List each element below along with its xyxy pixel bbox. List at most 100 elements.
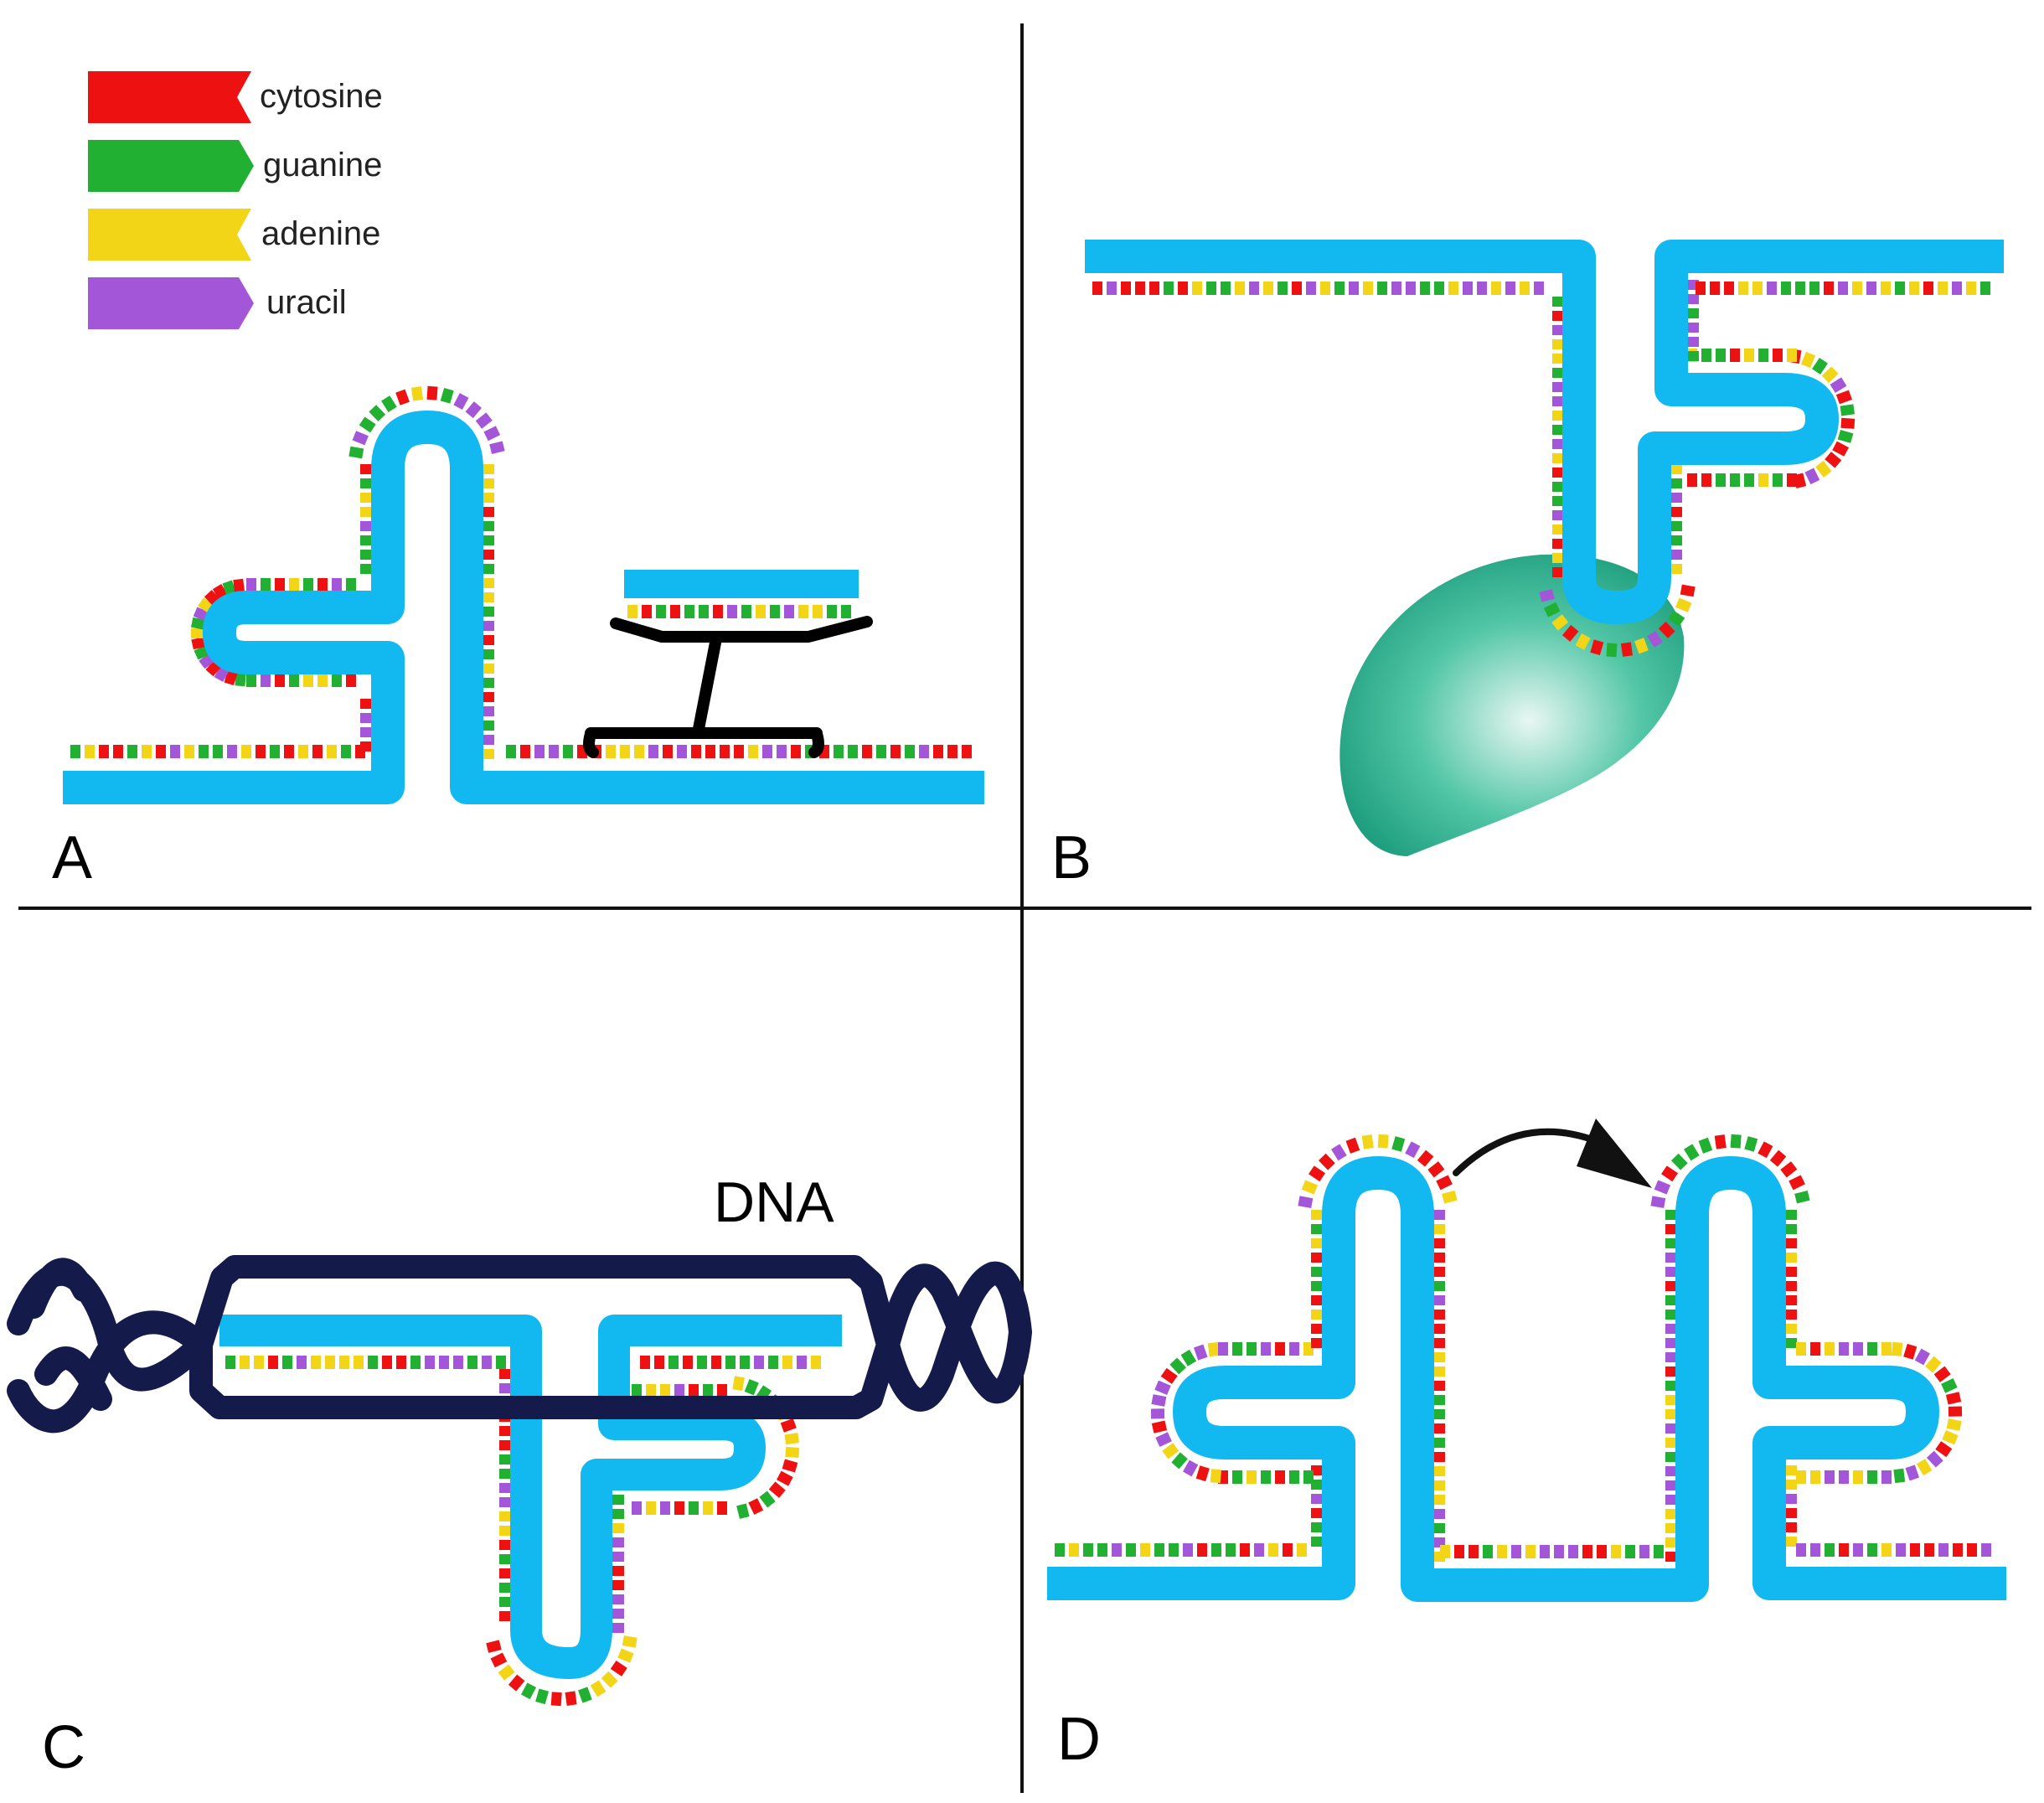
uracil-swatch [88, 277, 254, 329]
nucleotide-tick [1311, 1295, 1324, 1305]
nucleotide-tick [1520, 282, 1530, 295]
nucleotide-tick [1744, 349, 1754, 362]
nucleotide-tick [684, 605, 694, 618]
nucleotide-tick [498, 1664, 515, 1681]
nucleotide-tick [601, 1671, 618, 1688]
nucleotide-tick [1787, 349, 1797, 362]
nucleotide-tick [1318, 1153, 1335, 1170]
nucleotide-tick [482, 1356, 492, 1369]
nucleotide-tick [1303, 1470, 1314, 1484]
nucleotide-tick [440, 387, 454, 404]
panel-b-label: B [1051, 824, 1092, 891]
nucleotide-tick [1941, 1378, 1958, 1393]
nucleotide-tick [713, 605, 723, 618]
nucleotide-tick [1654, 1180, 1671, 1195]
nucleotide-tick [782, 1459, 798, 1473]
nucleotide-tick [1308, 1165, 1326, 1182]
nucleotide-tick [632, 1384, 642, 1397]
nucleotide-tick [339, 1356, 349, 1369]
nucleotide-tick [1069, 1543, 1079, 1557]
nucleotide-tick [725, 1356, 736, 1369]
nucleotide-tick [360, 535, 374, 545]
nucleotide-tick [1810, 1342, 1820, 1356]
nucleotide-tick [426, 385, 438, 400]
nucleotide-tick [1647, 630, 1663, 648]
nucleotide-tick [1193, 1344, 1208, 1361]
nucleotide-tick [1804, 468, 1820, 485]
nucleotide-tick [1432, 1366, 1445, 1377]
nucleotide-tick [720, 745, 730, 758]
nucleotide-tick [1311, 1522, 1324, 1532]
nucleotide-tick [711, 1356, 721, 1369]
nucleotide-tick [312, 745, 323, 758]
nucleotide-tick [862, 745, 872, 758]
nucleotide-tick [1758, 349, 1768, 362]
nucleotide-tick [741, 605, 751, 618]
nucleotide-tick [732, 1376, 745, 1392]
nucleotide-tick [261, 578, 271, 592]
nucleotide-tick [1121, 282, 1131, 295]
nucleotide-tick [1432, 1523, 1445, 1533]
nucleotide-tick [520, 745, 530, 758]
nucleotide-tick [359, 416, 376, 433]
nucleotide-tick [1232, 1342, 1242, 1356]
nucleotide-tick [1135, 282, 1145, 295]
nucleotide-tick [1432, 1324, 1445, 1334]
nucleotide-tick [1881, 1470, 1892, 1484]
nucleotide-tick [303, 578, 313, 592]
nucleotide-tick [1738, 282, 1748, 295]
nucleotide-tick [736, 1503, 750, 1519]
nucleotide-tick [1183, 1543, 1193, 1557]
nucleotide-tick [233, 578, 245, 594]
nucleotide-tick [1320, 282, 1330, 295]
nucleotide-tick [689, 1384, 699, 1397]
nucleotide-tick [483, 426, 501, 442]
panel-b-protein [1339, 554, 1685, 856]
nucleotide-tick [1698, 1137, 1713, 1154]
nucleotide-tick [1311, 1267, 1324, 1277]
nucleotide-tick [1432, 1395, 1445, 1405]
nucleotide-tick [1685, 337, 1699, 347]
nucleotide-tick [1809, 282, 1819, 295]
nucleotide-tick [646, 1384, 656, 1397]
nucleotide-tick [311, 1356, 321, 1369]
nucleotide-tick [1525, 1545, 1536, 1558]
nucleotide-tick [660, 1384, 670, 1397]
nucleotide-tick [360, 478, 374, 488]
nucleotide-tick [346, 674, 356, 687]
nucleotide-tick [1744, 1136, 1758, 1152]
nucleotide-tick [499, 1497, 513, 1507]
legend-item-adenine: adenine [88, 209, 380, 261]
nucleotide-tick [1926, 1450, 1943, 1468]
nucleotide-tick [1140, 1543, 1150, 1557]
nucleotide-tick [481, 592, 494, 602]
nucleotide-tick [1924, 1543, 1934, 1557]
nucleotide-tick [425, 1356, 435, 1369]
nucleotide-tick [99, 745, 109, 758]
nucleotide-tick [481, 749, 494, 759]
nucleotide-tick [1769, 1149, 1787, 1167]
nucleotide-tick [1345, 1137, 1360, 1154]
nucleotide-tick [1839, 1470, 1849, 1484]
nucleotide-tick [535, 1688, 550, 1705]
nucleotide-tick [1283, 1543, 1293, 1557]
panel-b-nucleotides [1092, 280, 1990, 658]
nucleotide-tick [1914, 1348, 1930, 1366]
nucleotide-tick [453, 1356, 463, 1369]
nucleotide-tick [1169, 1357, 1187, 1375]
nucleotide-tick [744, 1379, 759, 1396]
nucleotide-tick [784, 605, 794, 618]
nucleotide-tick [677, 745, 687, 758]
nucleotide-tick [1867, 1342, 1877, 1356]
nucleotide-tick [490, 1652, 508, 1668]
nucleotide-tick [776, 1470, 793, 1486]
nucleotide-tick [646, 1501, 656, 1515]
nucleotide-tick [1925, 1356, 1942, 1373]
arrow-head [1577, 1118, 1652, 1188]
nucleotide-tick [785, 1446, 800, 1458]
nucleotide-tick [1881, 1342, 1892, 1356]
nucleotide-tick [699, 605, 709, 618]
nucleotide-tick [298, 745, 308, 758]
nucleotide-tick [235, 672, 246, 687]
nucleotide-tick [640, 1356, 650, 1369]
